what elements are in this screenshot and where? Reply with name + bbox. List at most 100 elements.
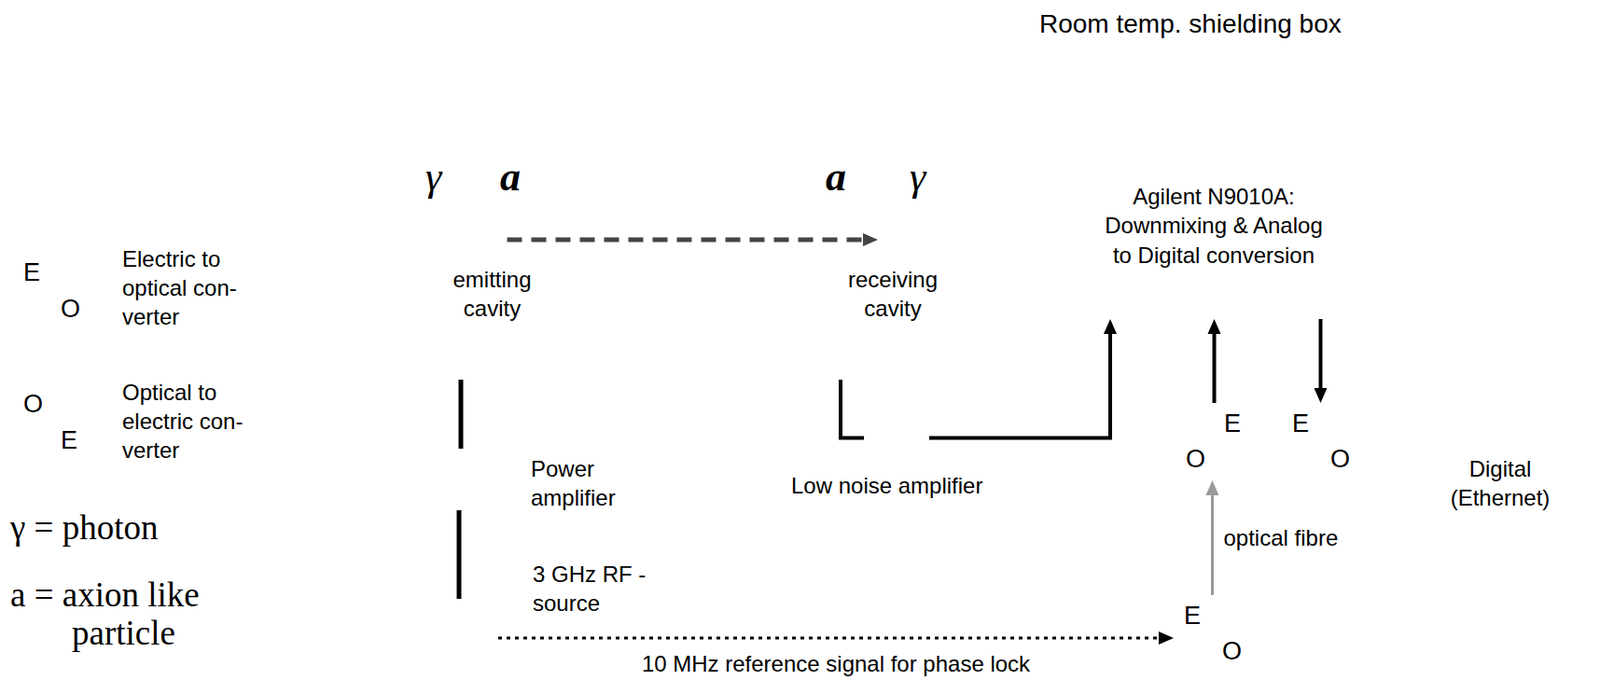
converter-letter: E xyxy=(1183,603,1201,629)
low-noise-amplifier: Low noise amplifier xyxy=(863,411,932,465)
electric-optical-converter: EO xyxy=(1173,595,1252,673)
instrument-frame xyxy=(1095,135,1334,318)
symbol-key: a = axion like particle xyxy=(10,576,309,653)
emitting-cavity: γ a emitting cavity xyxy=(395,125,589,380)
analyzer-label: Agilent N9010A: Downmixing & Analog to D… xyxy=(1103,181,1324,270)
converter-frame xyxy=(1284,405,1358,479)
arrowhead xyxy=(1208,319,1222,334)
arrowhead xyxy=(1158,631,1174,645)
connector-line xyxy=(1319,319,1323,390)
converter-diagonal xyxy=(1177,598,1248,669)
axion-symbol: a xyxy=(825,156,847,198)
connector-line xyxy=(1212,332,1217,404)
connector xyxy=(1206,480,1220,596)
connector-line xyxy=(1210,493,1214,596)
converter-letter: E xyxy=(23,260,41,286)
amplifier-triangle xyxy=(434,451,487,508)
connector xyxy=(840,379,864,439)
converter-letter: E xyxy=(1224,411,1241,437)
arrowhead xyxy=(862,233,878,247)
connector-line xyxy=(457,510,462,599)
power-amplifier: Power amplifier xyxy=(431,448,490,511)
connector xyxy=(1208,319,1222,404)
connector xyxy=(1314,319,1328,404)
connector xyxy=(498,631,1174,645)
converter-letter: O xyxy=(1185,446,1206,473)
node-shape xyxy=(419,598,499,678)
link-label: Digital (Ethernet) xyxy=(1434,454,1566,513)
connector-line xyxy=(498,637,1161,640)
amplifier-label: Low noise amplifier xyxy=(791,471,983,501)
converter-letter: E xyxy=(60,428,78,454)
connector-label: 10 MHz reference signal for phase lock xyxy=(641,649,1030,679)
ethernet-wire xyxy=(1361,363,1473,442)
legend-text: Optical to electric con- verter xyxy=(122,377,263,466)
connector-line xyxy=(459,379,464,449)
arrowhead xyxy=(1206,480,1220,496)
arrowhead xyxy=(1103,319,1117,334)
connector-line xyxy=(929,332,1111,439)
leader-dot xyxy=(1063,101,1081,119)
legend-icon: OE xyxy=(12,384,92,464)
connector xyxy=(460,379,462,449)
amplifier-triangle xyxy=(866,414,929,462)
converter-diagonal xyxy=(15,256,88,329)
cavity-label: emitting cavity xyxy=(427,264,557,323)
node-shape xyxy=(795,125,990,380)
connector-line xyxy=(840,379,864,439)
converter-frame xyxy=(14,255,90,331)
converter-letter: O xyxy=(23,391,43,418)
legend-text: Electric to optical con- verter xyxy=(122,244,263,333)
converter-letter: O xyxy=(1222,639,1242,665)
converter-frame xyxy=(1178,405,1252,479)
receiving-cavity: a γ receiving cavity xyxy=(795,125,990,380)
cavity-label: receiving cavity xyxy=(823,264,962,323)
connector-line xyxy=(507,237,866,243)
conversion-dot xyxy=(881,228,905,251)
node-shape xyxy=(863,411,932,465)
shielding-box: Room temp. shielding boxaγreceiving cavi… xyxy=(673,71,1393,536)
port-stub xyxy=(838,349,843,377)
connector xyxy=(507,233,879,247)
node-shape xyxy=(673,71,1393,536)
cavity-outline xyxy=(398,127,586,377)
ethernet-arrowhead xyxy=(1465,352,1479,366)
legend-icon: EO xyxy=(12,252,92,333)
converter-diagonal xyxy=(1285,406,1356,477)
photon-wave xyxy=(413,236,486,244)
converter-letter: E xyxy=(1292,411,1309,437)
connector-label: optical fibre xyxy=(1224,523,1339,553)
converter-diagonal xyxy=(15,388,88,460)
source-label: 3 GHz RF - source xyxy=(532,559,654,618)
sine-symbol xyxy=(440,627,478,649)
conversion-dot xyxy=(480,228,503,251)
amplifier-label: Power amplifier xyxy=(530,454,634,513)
connector xyxy=(929,319,1117,439)
converter-frame xyxy=(14,387,90,462)
port-dot xyxy=(453,344,465,356)
source-circle xyxy=(422,601,496,675)
port-stub xyxy=(457,349,461,377)
converter-diagonal xyxy=(1179,406,1250,477)
computer-icon xyxy=(1462,231,1594,348)
shielding-box-outline xyxy=(676,74,1391,533)
port-dot xyxy=(834,344,847,356)
electric-optical-converter: EO xyxy=(1281,403,1360,481)
photon-symbol: γ xyxy=(909,156,926,198)
photon-symbol: γ xyxy=(425,156,442,198)
connector xyxy=(459,510,460,599)
converter-frame xyxy=(1176,598,1250,671)
optical-electric-converter: OE xyxy=(1175,403,1253,481)
node-shape xyxy=(395,125,589,380)
converter-letter: O xyxy=(1330,446,1350,473)
rf-source: 3 GHz RF - source xyxy=(419,598,499,678)
node-shape xyxy=(431,448,490,511)
axion-symbol: a xyxy=(500,156,521,198)
analyzer-box: Agilent N9010A: Downmixing & Analog to D… xyxy=(1092,132,1336,320)
photon-wave xyxy=(904,236,974,244)
symbol-key: γ = photon xyxy=(10,509,159,548)
cavity-outline xyxy=(798,127,988,377)
box-heading: Room temp. shielding box xyxy=(1039,7,1342,42)
